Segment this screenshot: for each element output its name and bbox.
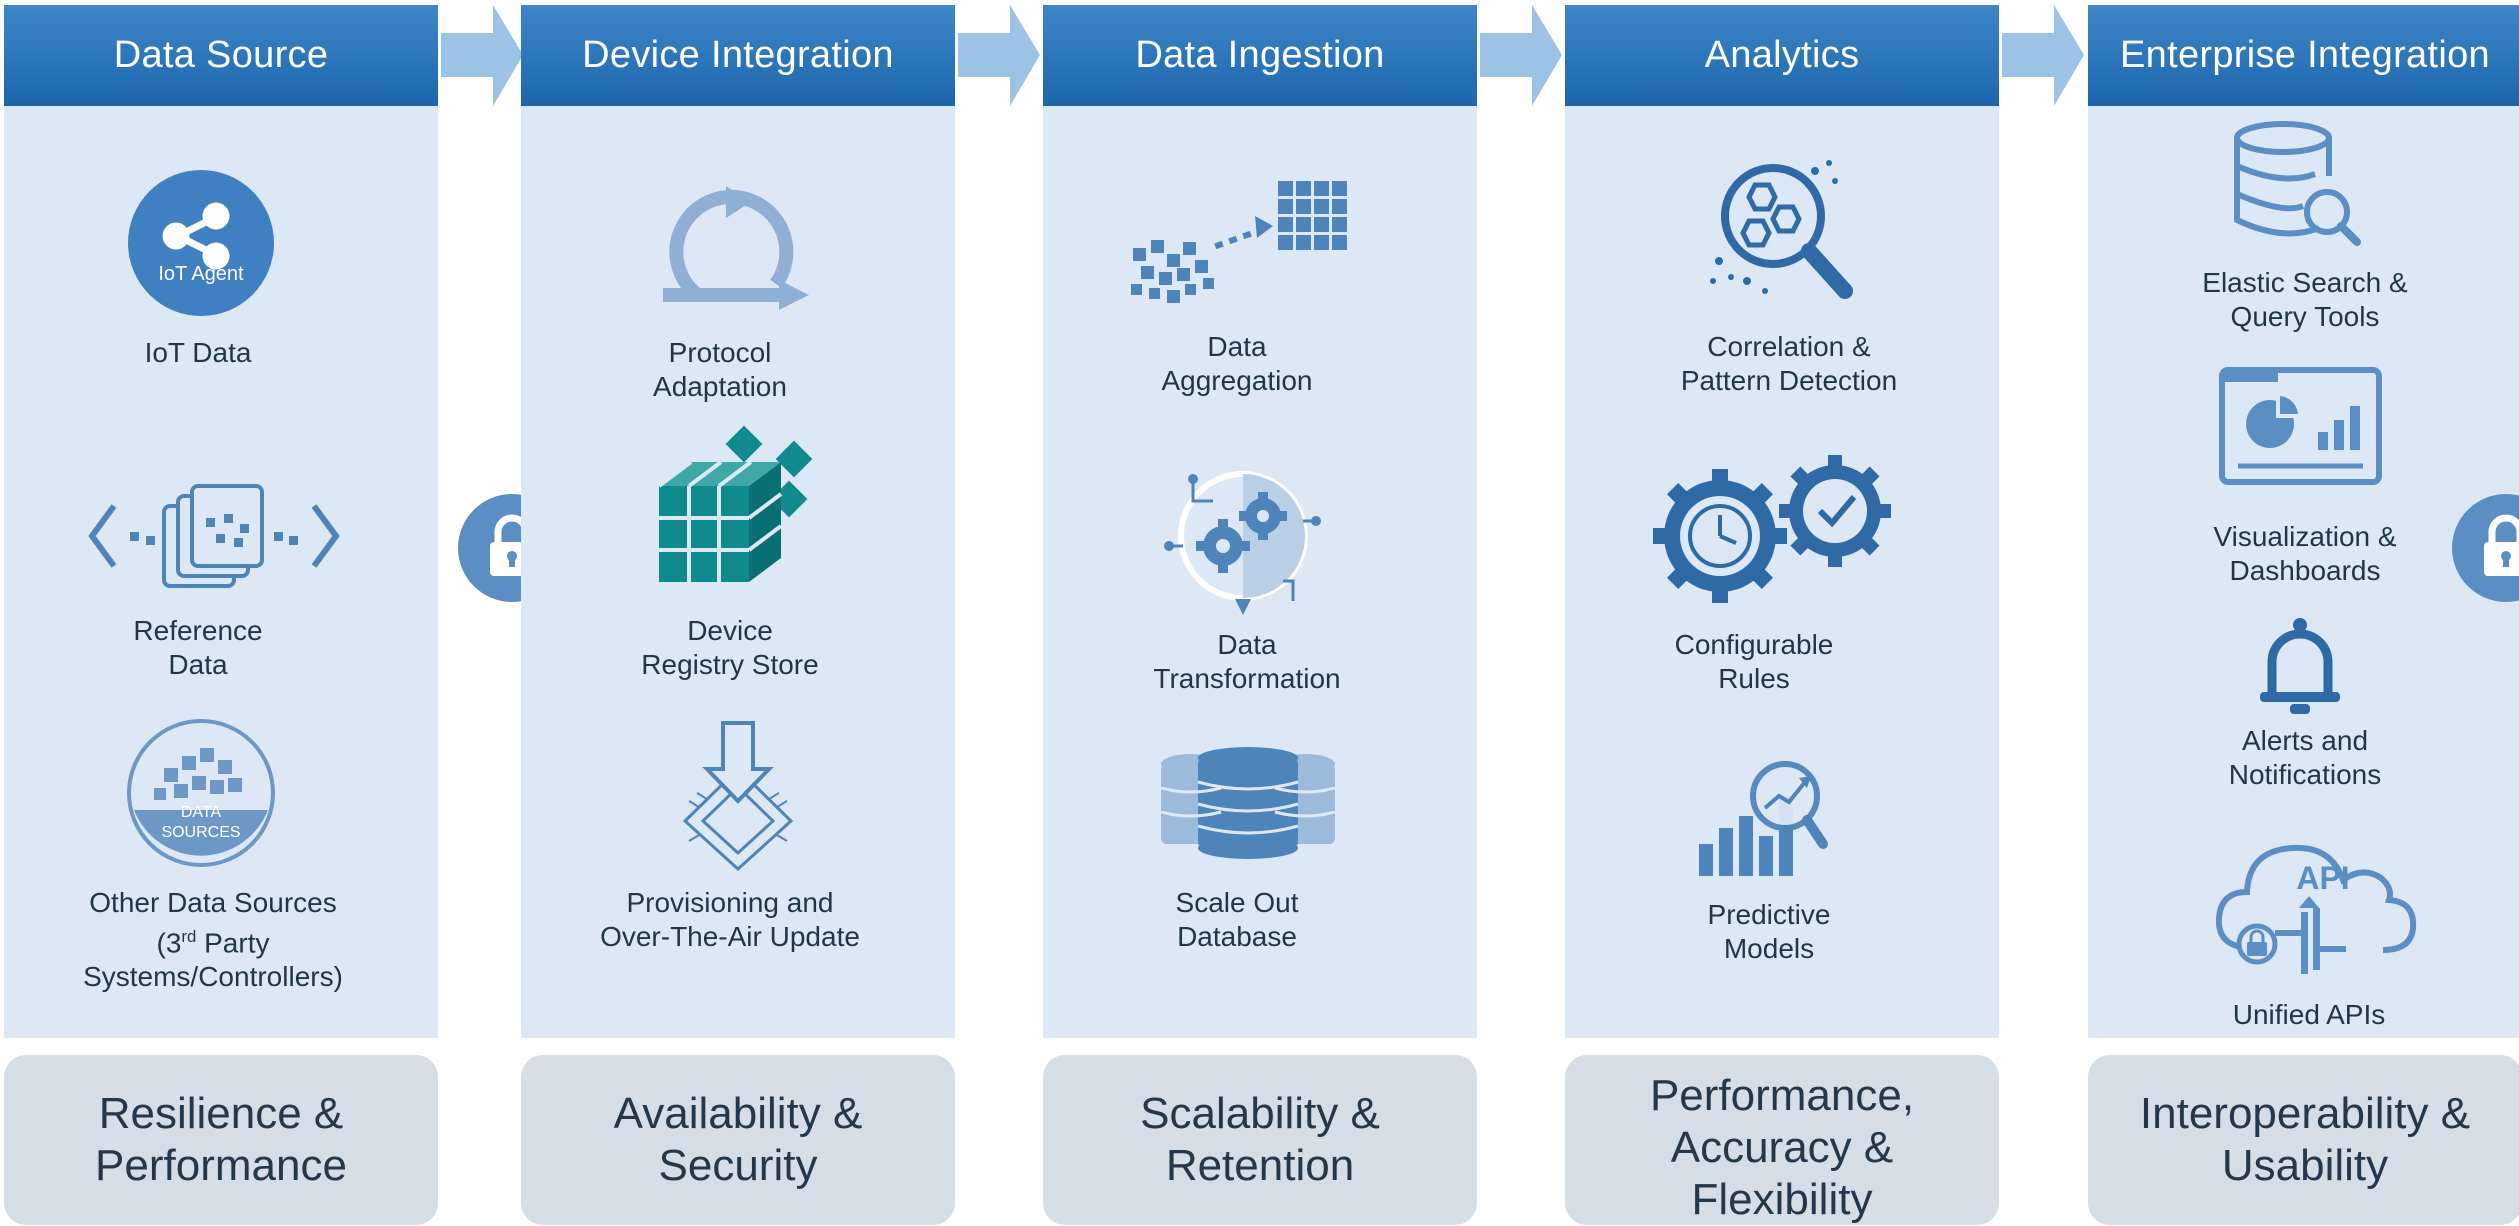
footer-performance: Performance, Accuracy & Flexibility xyxy=(1565,1055,1999,1225)
database-search-icon xyxy=(2233,120,2363,250)
footer-availability: Availability & Security xyxy=(521,1055,955,1225)
footer-interoperability: Interoperability & Usability xyxy=(2088,1055,2519,1225)
lock-icon xyxy=(2452,494,2519,602)
arrow-right-icon xyxy=(1480,5,1562,106)
item-label-provisioning: Provisioning and Over-The-Air Update xyxy=(600,887,860,952)
column-body: Protocol Adaptation xyxy=(521,106,955,1038)
footer-scalability: Scalability & Retention xyxy=(1043,1055,1477,1225)
data-sources-icon xyxy=(126,718,276,868)
item-label-protocol-adaptation: Protocol Adaptation xyxy=(653,337,787,402)
aggregation-icon xyxy=(1123,176,1353,311)
column-body: Data Aggregation xyxy=(1043,106,1477,1038)
column-header: Data Source xyxy=(4,5,438,106)
column-header: Analytics xyxy=(1565,5,1999,106)
bell-icon xyxy=(2258,616,2343,716)
cycle-arrow-icon xyxy=(651,184,821,324)
arrow-right-icon xyxy=(2002,5,2084,106)
share-icon xyxy=(126,168,276,318)
column-header: Enterprise Integration xyxy=(2088,5,2519,106)
iot-agent-badge: IoT Agent xyxy=(158,263,244,285)
column-body: Correlation & Pattern Detection xyxy=(1565,106,1999,1038)
column-data-ingestion: Data Ingestion xyxy=(1043,5,1477,1038)
column-body: Elastic Search & Query Tools Visualizati… xyxy=(2088,106,2519,1038)
gear-check-icon xyxy=(1650,451,1900,606)
arrow-right-icon xyxy=(958,5,1040,106)
column-enterprise-integration: Enterprise Integration Elastic Search & … xyxy=(2088,5,2519,1038)
item-label-visualization: Visualization & Dashboards xyxy=(2213,521,2397,586)
dashboard-icon xyxy=(2218,362,2383,487)
column-data-source: Data Source IoT Agent IoT Data xyxy=(4,5,438,1038)
database-icon xyxy=(1153,746,1343,861)
column-header: Device Integration xyxy=(521,5,955,106)
item-label-scale-out-database: Scale Out Database xyxy=(1175,887,1299,952)
footer-resilience: Resilience & Performance xyxy=(4,1055,438,1225)
item-label-correlation: Correlation & Pattern Detection xyxy=(1680,331,1898,396)
predictive-chart-icon xyxy=(1695,756,1835,881)
column-body: IoT Agent IoT Data xyxy=(4,106,438,1038)
item-label-iot-data: IoT Data xyxy=(144,337,252,368)
reference-documents-icon xyxy=(84,476,344,596)
column-header: Data Ingestion xyxy=(1043,5,1477,106)
item-label-reference-data: Reference Data xyxy=(133,615,263,680)
item-label-alerts: Alerts and Notifications xyxy=(2228,725,2382,790)
item-label-data-aggregation: Data Aggregation xyxy=(1161,331,1313,396)
arrow-right-icon xyxy=(441,5,523,106)
item-label-predictive-models: Predictive Models xyxy=(1707,899,1831,964)
data-sources-badge: DATA SOURCES xyxy=(161,804,241,841)
column-device-integration: Device Integration Protocol Adaptation xyxy=(521,5,955,1038)
item-label-elastic-search: Elastic Search & Query Tools xyxy=(2202,267,2408,332)
api-badge: API xyxy=(2296,860,2350,896)
item-label-unified-apis: Unified APIs xyxy=(2232,999,2386,1030)
chip-download-icon xyxy=(681,721,796,871)
item-label-configurable-rules: Configurable Rules xyxy=(1674,629,1834,694)
item-label-device-registry-store: Device Registry Store xyxy=(641,615,819,680)
magnifier-pattern-icon xyxy=(1705,151,1865,311)
api-cloud-icon xyxy=(2213,836,2418,981)
column-analytics: Analytics Correlation & Pattern Dete xyxy=(1565,5,1999,1038)
item-label-other-data-sources: Other Data Sources (3rd Party Systems/Co… xyxy=(83,887,343,993)
cube-grid-icon xyxy=(651,426,841,601)
gears-transform-icon xyxy=(1163,461,1323,621)
item-label-data-transformation: Data Transformation xyxy=(1153,629,1341,694)
